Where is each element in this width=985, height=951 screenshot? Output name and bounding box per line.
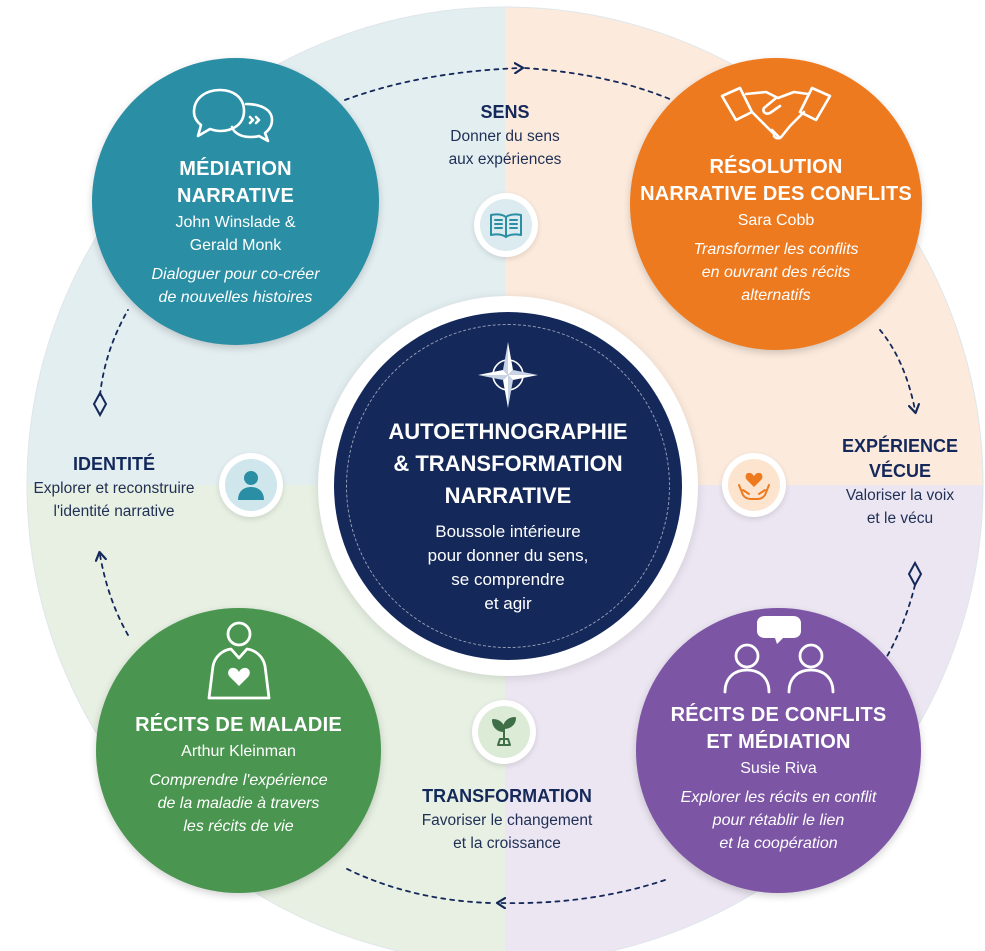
center-title-line-1: AUTOETHNOGRAPHIE	[388, 419, 628, 444]
center-core: AUTOETHNOGRAPHIE & TRANSFORMATION NARRAT…	[334, 312, 682, 660]
maladie-desc-line-1: Comprendre l'expérience	[149, 772, 328, 789]
arrow-bottom-right	[500, 879, 666, 903]
resolution-title-line-1: RÉSOLUTION	[709, 156, 843, 178]
diamond-left	[92, 390, 108, 418]
mediation-title-line-2: NARRATIVE	[177, 185, 294, 207]
arrow-left-lower	[100, 555, 129, 636]
resolution-desc-line-3: alternatifs	[741, 287, 811, 304]
label-sens: SENS Donner du sens aux expériences	[405, 100, 605, 171]
diamond-right	[907, 560, 923, 588]
mediation-desc-line-2: de nouvelles histoires	[158, 289, 313, 306]
person-heart-icon	[207, 621, 270, 700]
center-title: AUTOETHNOGRAPHIE & TRANSFORMATION NARRAT…	[334, 416, 682, 512]
center-sub-line-1: Boussole intérieure	[435, 522, 581, 541]
maladie-desc-line-3: les récits de vie	[183, 818, 294, 835]
center-sub-line-2: pour donner du sens,	[427, 546, 589, 565]
resolution-author: Sara Cobb	[737, 212, 815, 229]
handshake-icon	[720, 86, 832, 140]
mediation-title-line-1: MÉDIATION	[179, 158, 292, 180]
arrow-left-upper	[99, 309, 129, 396]
center-title-line-2: & TRANSFORMATION	[393, 451, 623, 476]
compass-star-icon	[478, 342, 538, 408]
node-mediation-narrative: MÉDIATION NARRATIVE John Winslade & Gera…	[92, 58, 379, 345]
arrow-bottom-left	[344, 867, 491, 904]
experience-title-line-2: VÉCUE	[868, 461, 931, 481]
resolution-desc-line-1: Transformer les conflits	[693, 241, 859, 258]
transformation-desc-line-2: et la croissance	[453, 835, 561, 852]
sens-desc-line-1: Donner du sens	[450, 128, 560, 145]
identite-desc-line-1: Explorer et reconstruire	[33, 480, 195, 497]
experience-desc-line-2: et le vécu	[866, 510, 934, 527]
node-recits-conflits: RÉCITS DE CONFLITS ET MÉDIATION Susie Ri…	[636, 608, 921, 893]
center-hub: AUTOETHNOGRAPHIE & TRANSFORMATION NARRAT…	[318, 296, 698, 676]
label-transformation: TRANSFORMATION Favoriser le changement e…	[392, 784, 622, 855]
mediation-author-line-1: John Winslade &	[175, 214, 296, 231]
maladie-desc-line-2: de la maladie à travers	[157, 795, 320, 812]
mediation-desc-line-1: Dialoguer pour co-créer	[151, 266, 320, 283]
transformation-title: TRANSFORMATION	[422, 786, 592, 806]
speech-bubbles-icon	[192, 88, 273, 143]
person-icon	[238, 471, 264, 500]
transformation-badge	[472, 700, 536, 764]
sens-desc-line-2: aux expériences	[448, 151, 562, 168]
conflits-desc-line-3: et la coopération	[719, 835, 838, 852]
maladie-author: Arthur Kleinman	[181, 743, 296, 760]
sprout-icon	[492, 717, 516, 746]
hands-heart-icon	[738, 472, 770, 500]
identite-title: IDENTITÉ	[72, 454, 155, 474]
resolution-title-line-2: NARRATIVE DES CONFLITS	[640, 183, 912, 205]
mediation-author-line-2: Gerald Monk	[189, 237, 282, 254]
maladie-title: RÉCITS DE MALADIE	[135, 714, 342, 736]
conflits-desc-line-1: Explorer les récits en conflit	[680, 789, 877, 806]
node-resolution-narrative: RÉSOLUTION NARRATIVE DES CONFLITS Sara C…	[630, 58, 922, 350]
experience-badge	[722, 453, 786, 517]
center-subtitle: Boussole intérieure pour donner du sens,…	[334, 520, 682, 616]
conflits-title-line-2: ET MÉDIATION	[706, 731, 851, 753]
arrow-right-lower	[884, 584, 916, 661]
arrow-top-right	[524, 67, 673, 101]
center-title-line-3: NARRATIVE	[444, 483, 572, 508]
identite-desc-line-2: l'identité narrative	[53, 503, 175, 520]
open-book-icon	[490, 213, 522, 238]
two-people-speech-icon	[723, 616, 834, 694]
center-sub-line-3: se comprendre	[451, 570, 565, 589]
sens-title: SENS	[480, 102, 530, 122]
sens-badge	[474, 193, 538, 257]
ring-outline	[26, 6, 984, 951]
conflits-author: Susie Riva	[740, 760, 817, 777]
flow-arrows	[100, 68, 915, 903]
identite-badge	[219, 453, 283, 517]
experience-title-line-1: EXPÉRIENCE	[841, 436, 959, 456]
diamond-markers	[92, 390, 923, 588]
center-sub-line-4: et agir	[484, 594, 532, 613]
transformation-desc-line-1: Favoriser le changement	[421, 812, 593, 829]
experience-desc-line-1: Valoriser la voix	[845, 487, 955, 504]
resolution-desc-line-2: en ouvrant des récits	[701, 264, 851, 281]
center-dashed-ring	[346, 324, 670, 648]
arrow-top-left	[344, 68, 520, 101]
conflits-desc-line-2: pour rétablir le lien	[712, 812, 845, 829]
node-recits-maladie: RÉCITS DE MALADIE Arthur Kleinman Compre…	[96, 608, 381, 893]
label-identite: IDENTITÉ Explorer et reconstruire l'iden…	[8, 452, 220, 523]
conflits-title-line-1: RÉCITS DE CONFLITS	[670, 704, 887, 726]
label-experience: EXPÉRIENCE VÉCUE Valoriser la voix et le…	[820, 434, 980, 530]
